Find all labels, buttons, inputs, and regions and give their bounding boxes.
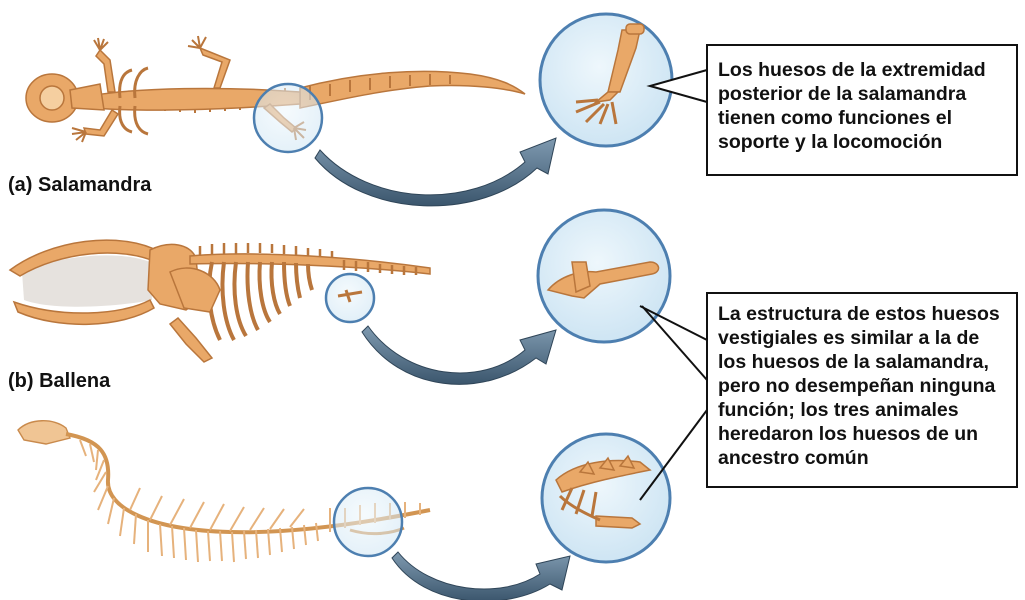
callout-bottom-line-6: heredaron los huesos de un: [718, 422, 1016, 446]
callout-bottom-line-2: vestigiales es similar a la de: [718, 326, 1016, 350]
arrow-snake: [392, 552, 570, 600]
callout-bottom-line-7: ancestro común: [718, 446, 1016, 470]
callout-top-line-4: soporte y la locomoción: [718, 130, 1016, 154]
arrow-whale: [362, 326, 556, 384]
callout-bottom-line-5: función; los tres animales: [718, 398, 1016, 422]
arrow-salamander: [315, 138, 556, 206]
callout-bottom-line-1: La estructura de estos huesos: [718, 302, 1016, 326]
callout-top-line-3: tienen como funciones el: [718, 106, 1016, 130]
whale-magnifier-large: [538, 210, 670, 342]
label-whale: (b) Ballena: [8, 370, 110, 393]
callout-bottom: La estructura de estos huesos vestigiale…: [706, 292, 1018, 488]
snake-magnifier-large: [542, 434, 670, 562]
callout-top-line-1: Los huesos de la extremidad: [718, 58, 1016, 82]
salamander-magnifier-large: [540, 14, 672, 146]
snake-magnifier-small: [334, 488, 402, 556]
callout-top-line-2: posterior de la salamandra: [718, 82, 1016, 106]
callout-bottom-line-4: pero no desempeñan ninguna: [718, 374, 1016, 398]
label-salamander: (a) Salamandra: [8, 174, 151, 197]
salamander-magnifier-small: [254, 84, 322, 152]
callout-bottom-line-3: los huesos de la salamandra,: [718, 350, 1016, 374]
callout-top: Los huesos de la extremidad posterior de…: [706, 44, 1018, 176]
